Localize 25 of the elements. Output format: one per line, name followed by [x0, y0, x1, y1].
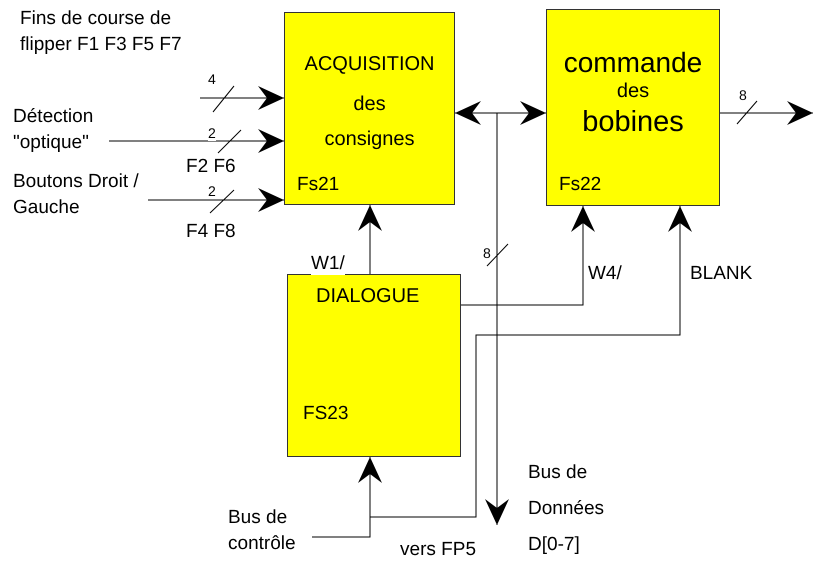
block-title: ACQUISITION: [303, 53, 436, 76]
block-id: FS23: [303, 403, 348, 425]
signal-label: Bus de contrôle: [228, 505, 312, 556]
block-title: bobines: [581, 106, 685, 140]
signal-label: Fins de course de flipper F1 F3 F5 F7: [20, 6, 200, 106]
block-title: consignes: [323, 128, 416, 151]
signal-label: Boutons Droit / Gauche: [13, 169, 148, 220]
edge-label: 8: [483, 246, 491, 262]
function-block: [284, 12, 455, 205]
signal-label: vers FP5: [400, 540, 476, 561]
block-id: Fs22: [559, 174, 602, 196]
edge-label: 2: [208, 126, 216, 142]
edge-label: W1/: [311, 254, 345, 275]
signal-label: F4 F8: [186, 222, 236, 243]
function-block: [546, 9, 720, 206]
block-title: des: [352, 93, 387, 116]
block-title: des: [616, 80, 650, 103]
function-block: [287, 274, 461, 457]
signal-label: Bus de Données D[0-7]: [497, 455, 618, 564]
block-title: commande: [562, 47, 704, 80]
signal-label: F2 F6: [186, 157, 236, 178]
block-id: Fs21: [297, 174, 340, 196]
block-title: DIALOGUE: [316, 285, 420, 308]
edge-label: 8: [739, 88, 747, 104]
signal-label: Détection "optique": [13, 104, 109, 156]
